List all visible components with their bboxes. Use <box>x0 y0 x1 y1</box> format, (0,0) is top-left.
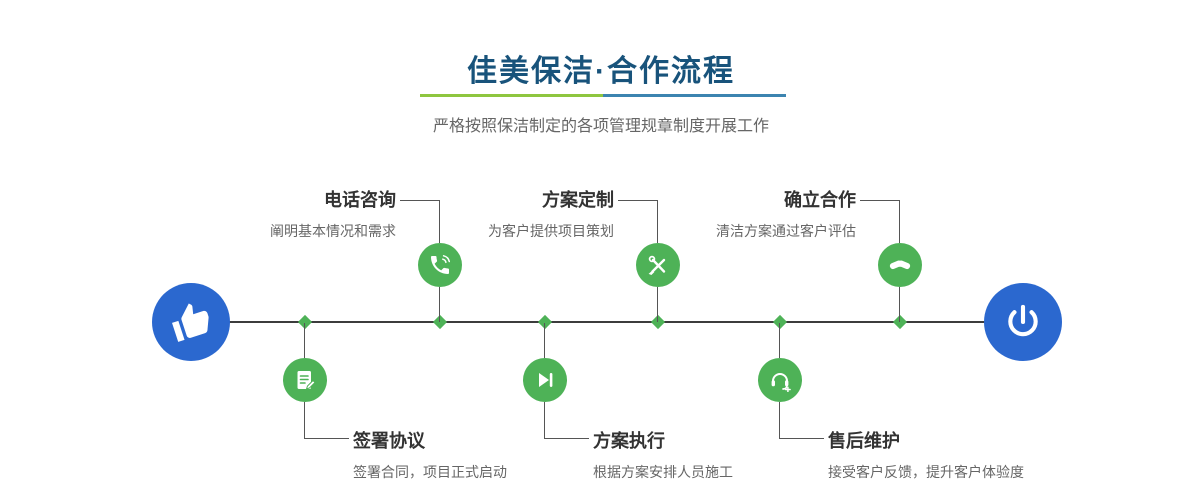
step-label: 签署协议 <box>353 431 425 451</box>
headset-icon <box>768 368 792 392</box>
connector-line <box>657 287 658 322</box>
timeline-node-diamond <box>297 314 313 330</box>
play-next-icon <box>533 368 557 392</box>
step-text-block: 方案执行 根据方案安排人员施工 <box>593 427 733 482</box>
contract-icon <box>293 368 317 392</box>
step-icon-circle-handshake <box>878 243 922 287</box>
step-desc: 根据方案安排人员施工 <box>593 464 733 480</box>
connector-line <box>657 200 658 243</box>
step-label: 方案定制 <box>542 190 614 210</box>
connector-line <box>544 323 545 358</box>
timeline-node-diamond <box>892 314 908 330</box>
phone-icon <box>428 253 452 277</box>
step-icon-circle-aftersales <box>758 358 802 402</box>
end-node <box>984 283 1062 361</box>
connector-line <box>779 402 780 438</box>
connector-line <box>618 200 658 201</box>
title-divider <box>420 94 786 97</box>
connector-line <box>779 323 780 358</box>
start-node <box>152 283 230 361</box>
step-icon-circle-design <box>636 243 680 287</box>
step-desc: 清洁方案通过客户评估 <box>716 223 856 239</box>
timeline-node-diamond <box>650 314 666 330</box>
connector-line <box>304 438 349 439</box>
hand-pointer-icon <box>171 302 211 342</box>
handshake-icon <box>887 252 913 278</box>
connector-line <box>860 200 900 201</box>
step-desc: 阐明基本情况和需求 <box>270 223 396 239</box>
step-icon-circle-execute <box>523 358 567 402</box>
step-desc: 签署合同，项目正式启动 <box>353 464 507 480</box>
page-title: 佳美保洁·合作流程 <box>467 55 735 88</box>
connector-line <box>304 402 305 438</box>
timeline-node-diamond <box>772 314 788 330</box>
connector-line <box>439 200 440 243</box>
step-text-block: 售后维护 接受客户反馈，提升客户体验度 <box>828 427 1024 482</box>
step-label: 方案执行 <box>593 431 665 451</box>
timeline-node-diamond <box>537 314 553 330</box>
step-text-block: 方案定制 为客户提供项目策划 <box>488 186 614 241</box>
connector-line <box>899 287 900 322</box>
step-label: 电话咨询 <box>324 190 396 210</box>
step-desc: 为客户提供项目策划 <box>488 223 614 239</box>
connector-line <box>899 200 900 243</box>
connector-line <box>400 200 440 201</box>
power-icon <box>1004 303 1042 341</box>
step-text-block: 确立合作 清洁方案通过客户评估 <box>716 186 856 241</box>
connector-line <box>544 402 545 438</box>
timeline-node-diamond <box>432 314 448 330</box>
connector-line <box>439 287 440 322</box>
step-label: 售后维护 <box>828 431 900 451</box>
step-icon-circle-contract <box>283 358 327 402</box>
step-icon-circle-phone <box>418 243 462 287</box>
step-desc: 接受客户反馈，提升客户体验度 <box>828 464 1024 480</box>
design-tools-icon <box>646 253 670 277</box>
step-text-block: 电话咨询 阐明基本情况和需求 <box>270 186 396 241</box>
page-subtitle: 严格按照保洁制定的各项管理规章制度开展工作 <box>432 118 769 135</box>
step-label: 确立合作 <box>784 190 856 210</box>
step-text-block: 签署协议 签署合同，项目正式启动 <box>353 427 507 482</box>
connector-line <box>779 438 824 439</box>
timeline-line <box>191 321 1023 323</box>
connector-line <box>544 438 589 439</box>
connector-line <box>304 323 305 358</box>
